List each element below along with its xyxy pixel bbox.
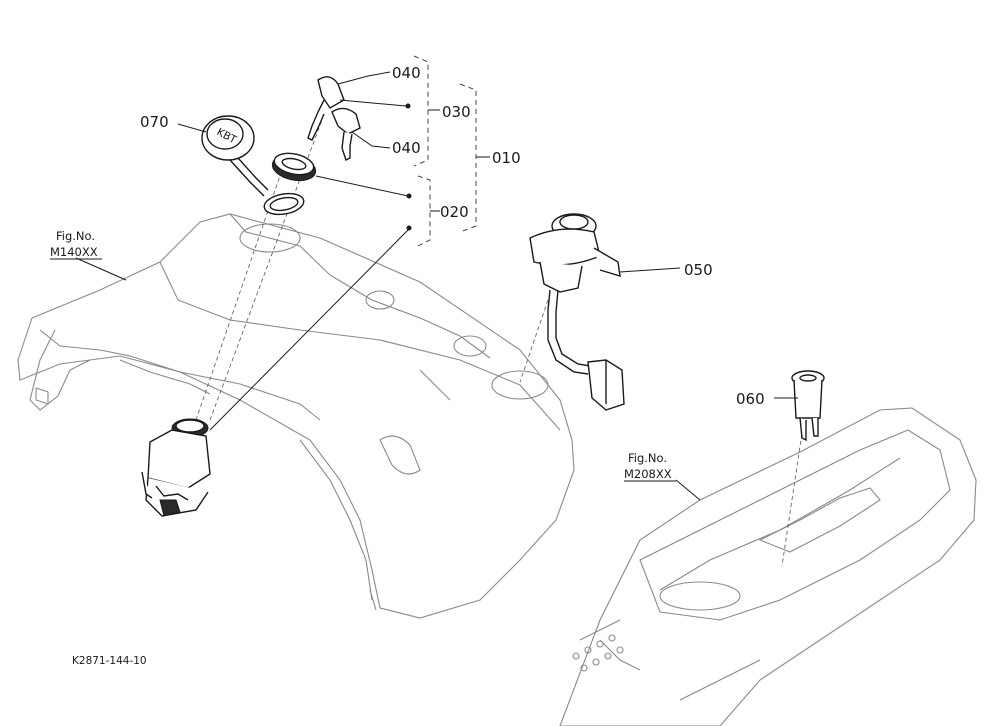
assembly-brackets bbox=[413, 55, 490, 247]
key-switch-part-050 bbox=[529, 213, 625, 411]
fig-ref-dashboard: Fig.No. M140XX bbox=[50, 229, 102, 260]
label-part-050: 050 bbox=[684, 261, 713, 279]
fig-ref-title: Fig.No. bbox=[56, 229, 95, 243]
label-part-030: 030 bbox=[442, 103, 471, 121]
fig-ref-code: M140XX bbox=[50, 245, 98, 259]
fig-ref-code: M208XX bbox=[624, 467, 672, 481]
key-switch-body bbox=[141, 418, 211, 517]
power-socket-part-060 bbox=[791, 370, 825, 442]
key-part-040-upper bbox=[307, 76, 345, 141]
label-part-070: 070 bbox=[140, 113, 169, 131]
label-part-040-lower: 040 bbox=[392, 139, 421, 157]
console-switch-row bbox=[572, 634, 624, 672]
label-part-020: 020 bbox=[440, 203, 469, 221]
label-part-060: 060 bbox=[736, 390, 765, 408]
label-part-010: 010 bbox=[492, 149, 521, 167]
fig-ref-title: Fig.No. bbox=[628, 451, 667, 465]
drawing-code: K2871-144-10 bbox=[72, 655, 147, 667]
nut-part-020 bbox=[271, 152, 412, 199]
dashboard-panel-outline bbox=[17, 213, 575, 619]
key-part-040-lower bbox=[331, 107, 361, 161]
label-part-040-upper: 040 bbox=[392, 64, 421, 82]
console-outline bbox=[559, 407, 977, 726]
key-cap-part-070: KBT bbox=[201, 115, 305, 216]
leader-lines bbox=[75, 71, 798, 501]
fig-ref-console: Fig.No. M208XX bbox=[624, 451, 676, 482]
